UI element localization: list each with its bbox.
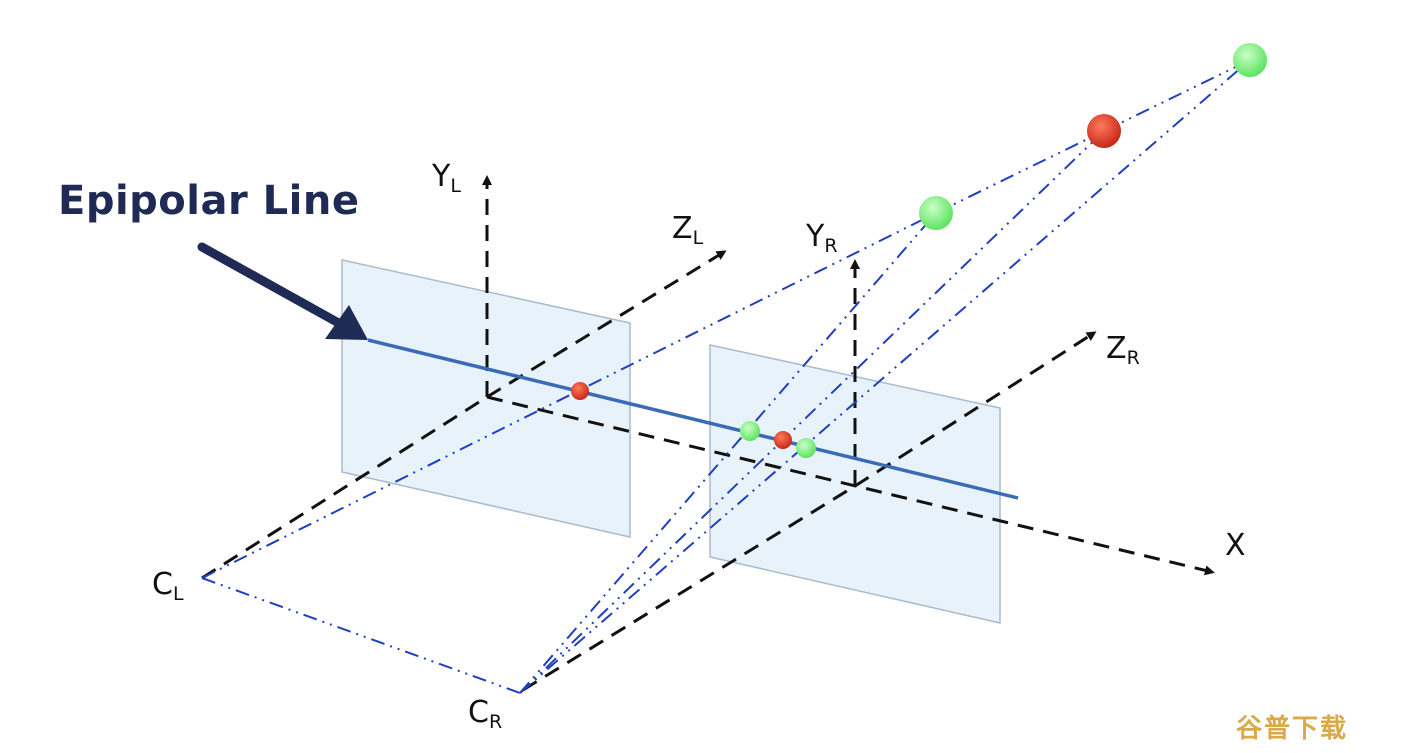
cl-to-left-origin	[201, 395, 488, 580]
left-ray-to-green-near	[201, 212, 937, 579]
world-green-point-far	[1233, 43, 1267, 77]
left-image-red-point	[571, 382, 589, 400]
right-image-red-point	[774, 431, 792, 449]
right-image-green-point-1	[740, 421, 760, 441]
right-ray-to-green-far	[519, 59, 1251, 694]
right-ray-to-red	[519, 130, 1105, 694]
cr-to-right-origin	[522, 484, 856, 692]
world-red-point	[1087, 114, 1121, 148]
watermark: 谷普下载	[1236, 714, 1349, 744]
pointer-arrow	[197, 242, 368, 340]
world-green-point-near	[919, 196, 953, 230]
z-left-axis	[486, 250, 727, 399]
epipolar-line-title: Epipolar Line	[58, 178, 360, 224]
right-ray-to-green-near	[519, 212, 937, 694]
ray-red-to-green-far	[1103, 59, 1251, 132]
epipolar-line	[367, 338, 1019, 500]
y-left-label: YL	[431, 159, 461, 197]
z-left-label: ZL	[672, 211, 704, 249]
z-right-label: ZR	[1106, 331, 1140, 369]
baseline-ray	[201, 577, 521, 694]
right-image-green-point-2	[796, 438, 816, 458]
y-right-label: YR	[805, 219, 838, 257]
z-right-axis	[854, 331, 1097, 488]
c-left-label: CL	[152, 567, 184, 605]
x-axis	[486, 395, 1215, 576]
c-right-label: CR	[468, 695, 502, 733]
x-label: X	[1225, 528, 1246, 563]
ray-green-near-to-red	[935, 130, 1105, 214]
left-image-plane	[341, 259, 631, 538]
